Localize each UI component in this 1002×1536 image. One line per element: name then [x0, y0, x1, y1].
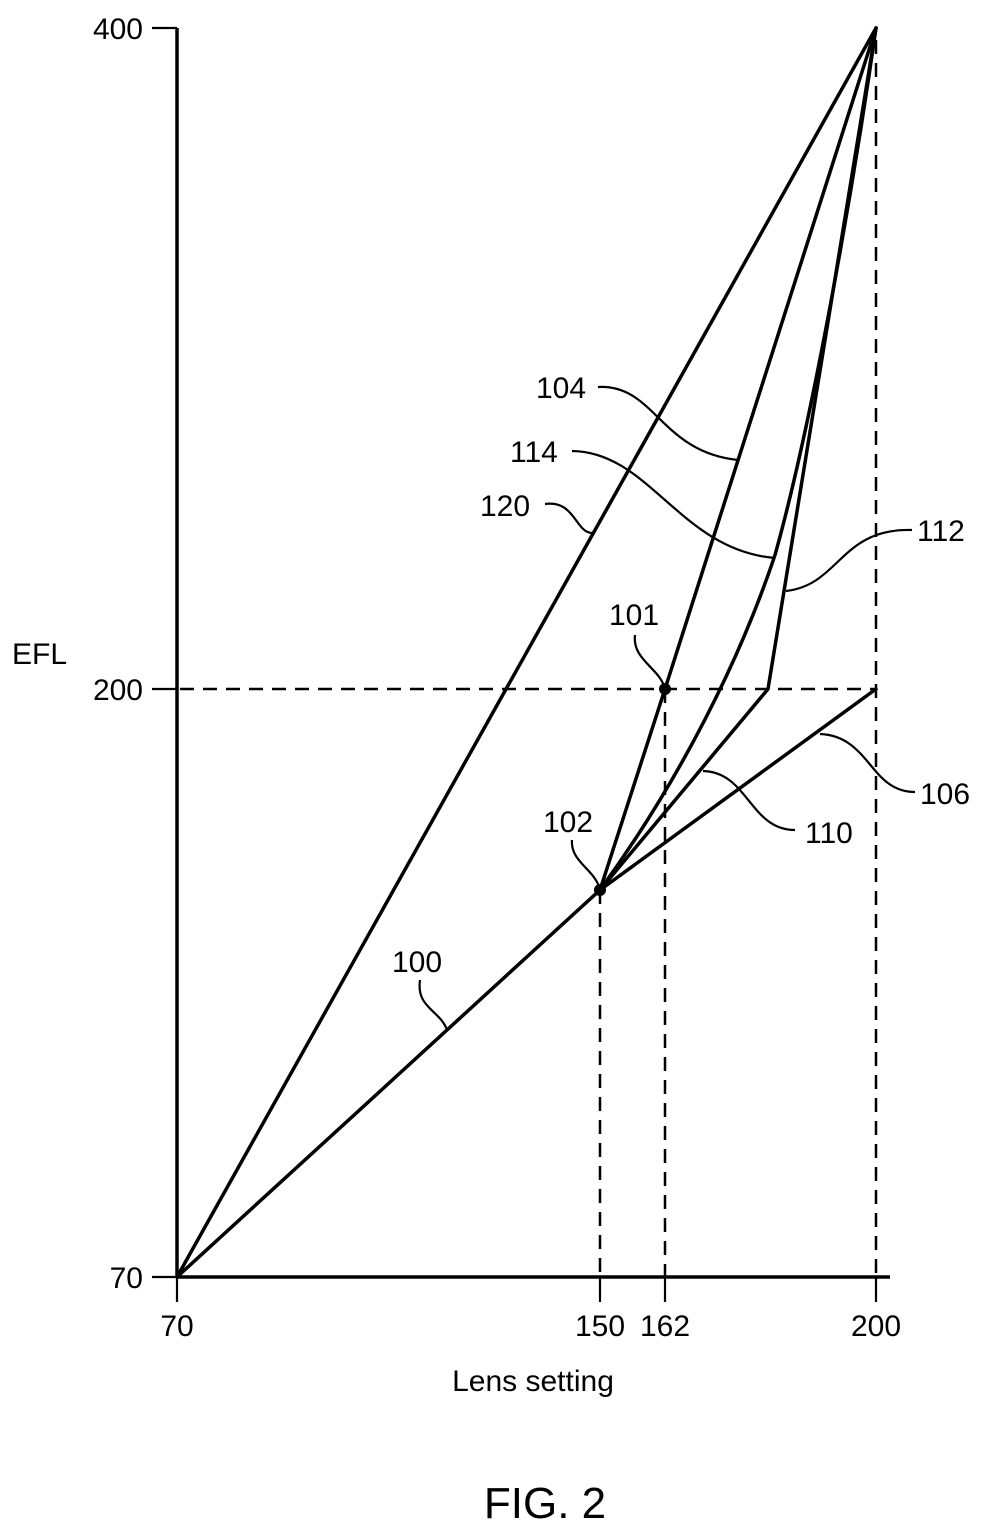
leader-100: [418, 979, 449, 1031]
y-tick-label-200: 200: [93, 674, 143, 707]
leader-106: [819, 732, 916, 794]
x-tick-label-162: 162: [640, 1310, 690, 1343]
leader-112: [785, 528, 913, 593]
curve-120: [175, 26, 878, 1279]
leader-101: [633, 634, 667, 690]
axes: [152, 26, 890, 1302]
leader-110: [702, 769, 796, 832]
curve-100: [175, 888, 602, 1279]
ref-label-110: 110: [805, 817, 853, 850]
leader-104: [597, 385, 739, 462]
ref-label-112: 112: [917, 515, 965, 548]
y-axis-title: EFL: [12, 638, 67, 671]
ref-label-100: 100: [392, 946, 442, 979]
x-axis-title: Lens setting: [452, 1365, 614, 1398]
ref-label-106: 106: [920, 778, 970, 811]
reference-lines: [180, 40, 878, 1277]
x-tick-label-200: 200: [851, 1310, 901, 1343]
y-tick-label-400: 400: [93, 13, 143, 46]
ref-label-101: 101: [609, 599, 659, 632]
curve-110-112: [598, 26, 878, 892]
ref-label-120: 120: [480, 490, 530, 523]
leader-102: [570, 839, 602, 891]
ref-label-114: 114: [510, 436, 558, 469]
leader-lines: [418, 385, 916, 1031]
figure-title: FIG. 2: [484, 1479, 606, 1528]
y-tick-label-70: 70: [110, 1262, 143, 1295]
curves: [175, 26, 878, 1279]
leader-114: [571, 449, 776, 560]
x-tick-label-70: 70: [160, 1310, 193, 1343]
ref-label-104: 104: [536, 372, 586, 405]
leader-120: [544, 502, 593, 535]
x-tick-label-150: 150: [575, 1310, 625, 1343]
ref-label-102: 102: [543, 806, 593, 839]
